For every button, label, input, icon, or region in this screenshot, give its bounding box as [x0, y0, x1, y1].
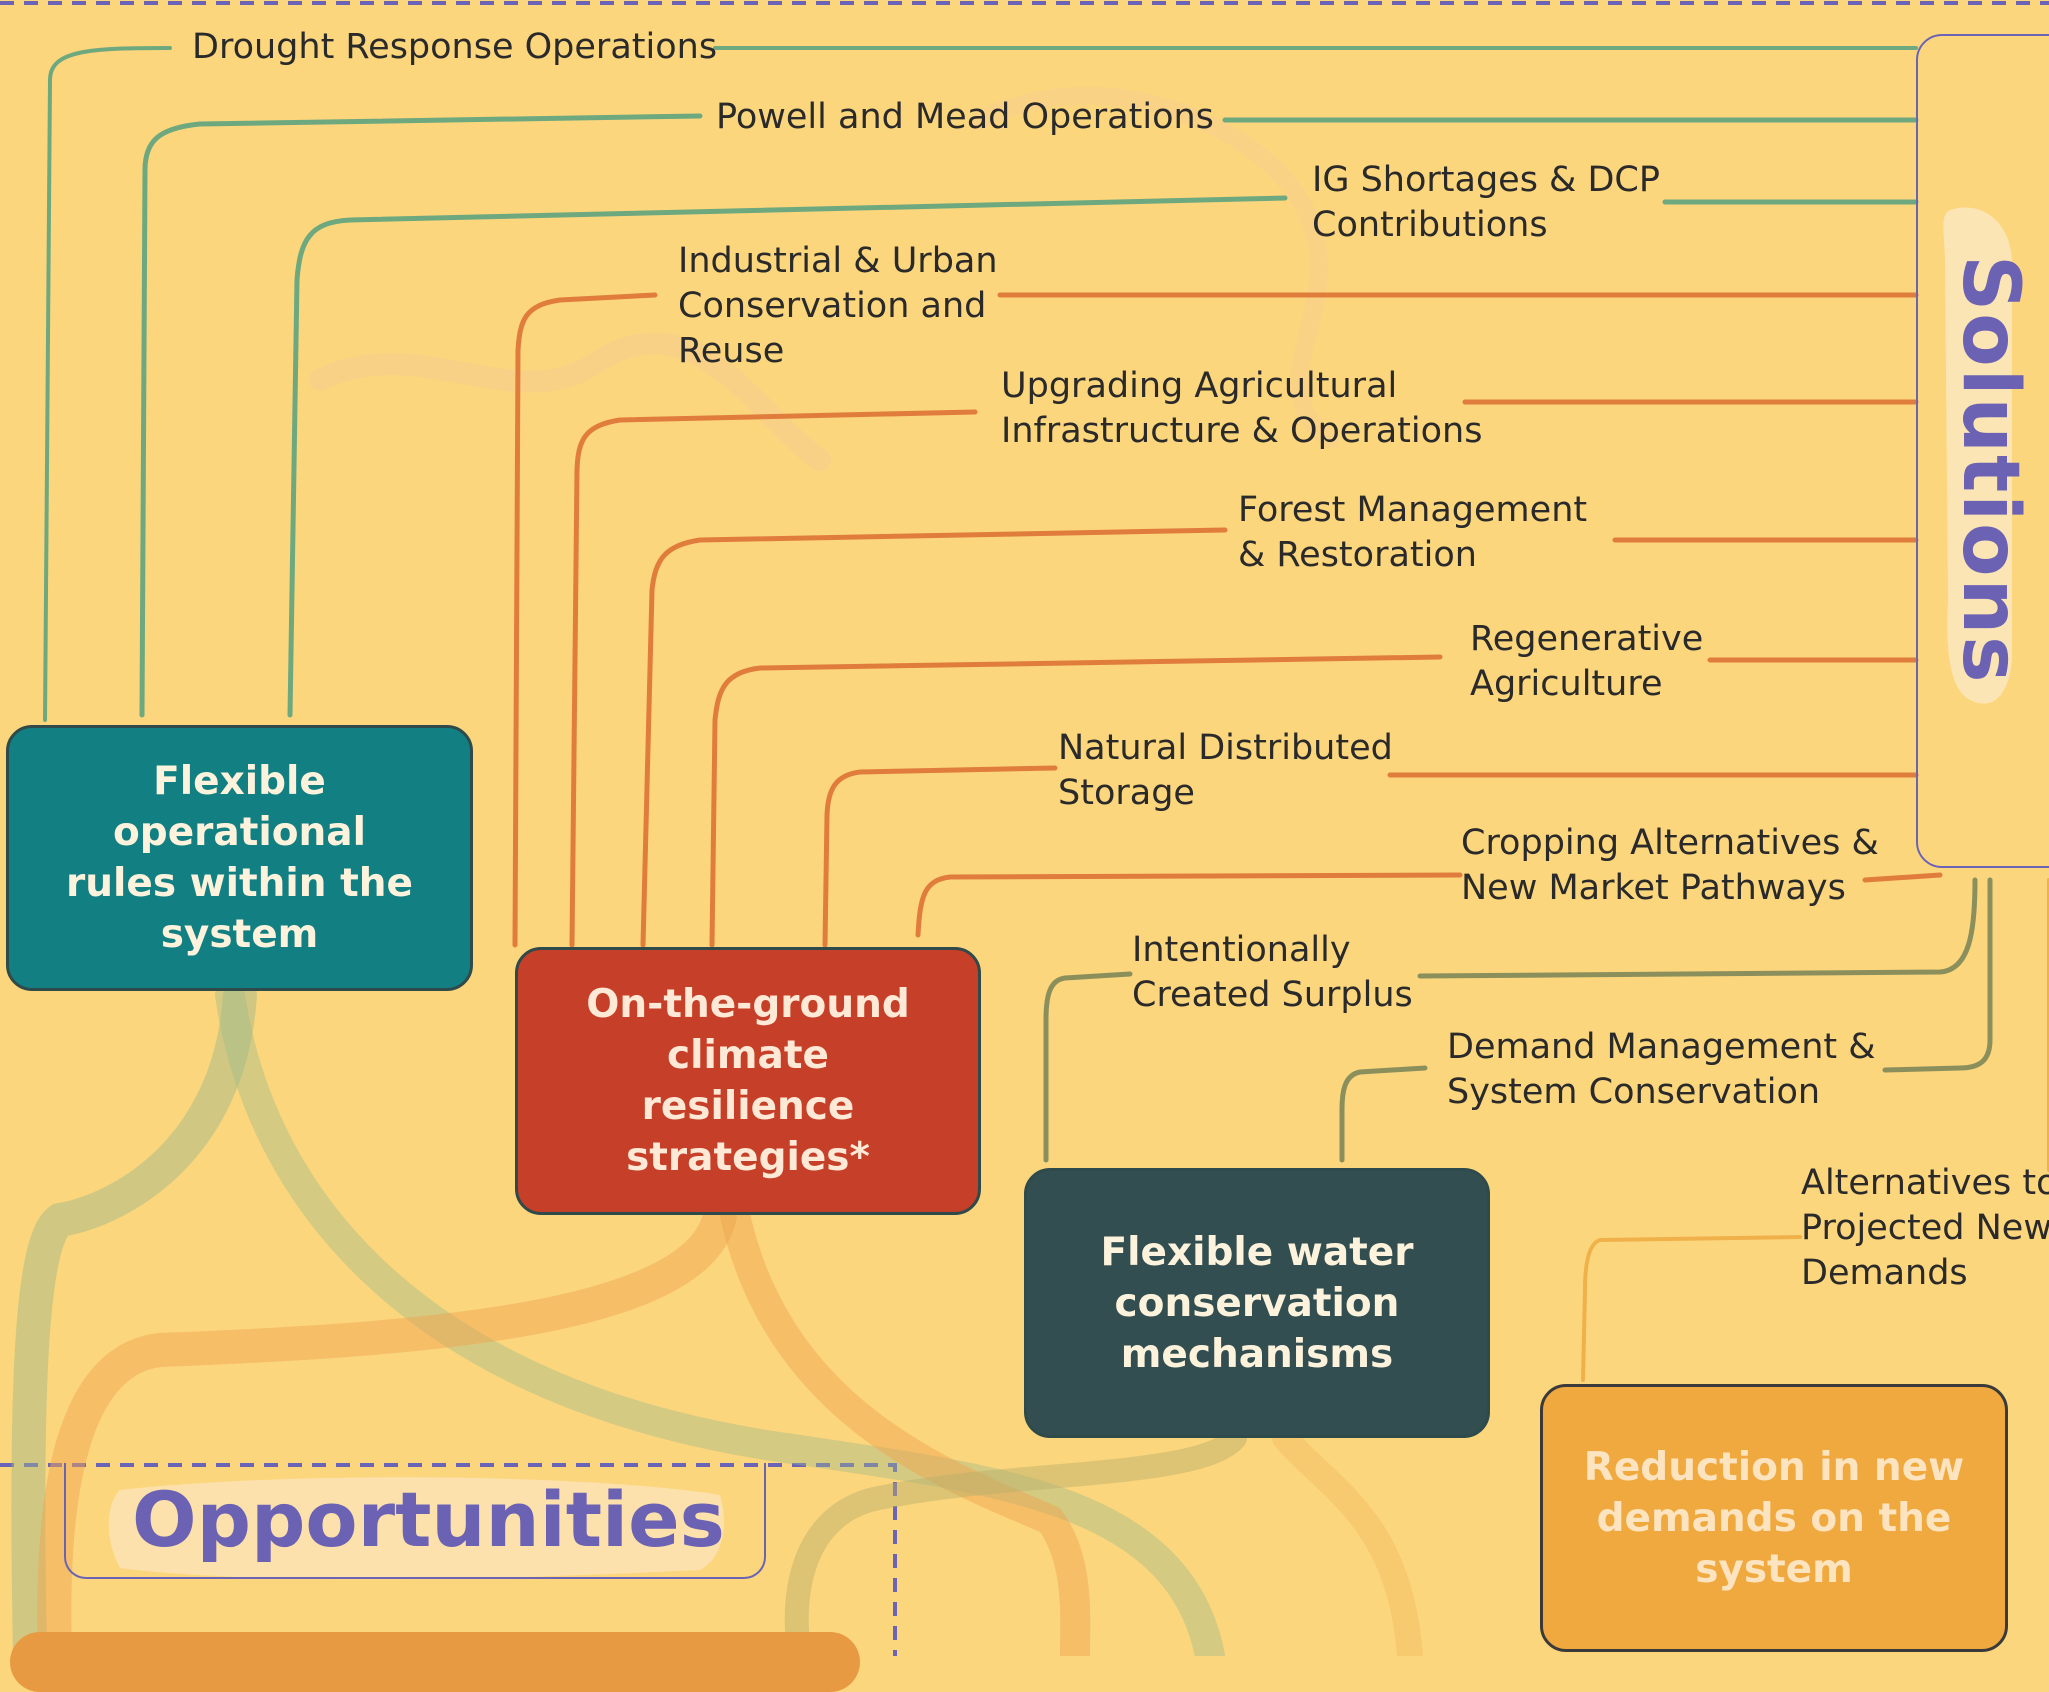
- category-line: conservation: [1114, 1280, 1400, 1326]
- category-line: climate resilience: [641, 1033, 855, 1129]
- opportunities-brush-stroke: [108, 1477, 724, 1580]
- connector-industrial: [512, 292, 1919, 948]
- opportunities-frame: [64, 1463, 766, 1579]
- solutions-brush-stroke: [1943, 207, 2012, 704]
- solution-powell-mead-operations: Powell and Mead Operations: [716, 95, 1214, 140]
- solution-line: Demands: [1801, 1253, 1968, 1293]
- solution-line: Infrastructure & Operations: [1001, 411, 1483, 451]
- solution-line: Agriculture: [1470, 664, 1663, 704]
- solution-demand-management: Demand Management & System Conservation: [1447, 1025, 1876, 1115]
- solution-line: Natural Distributed: [1058, 728, 1393, 768]
- solution-line: Projected New: [1801, 1208, 2049, 1248]
- connector-natural: [822, 765, 1919, 948]
- category-line: On-the-ground: [586, 982, 910, 1027]
- solution-upgrading-agricultural-infrastructure: Upgrading Agricultural Infrastructure & …: [1001, 364, 1482, 454]
- category-line: demands on the: [1596, 1495, 1952, 1541]
- solution-line: Demand Management &: [1447, 1027, 1876, 1067]
- opportunity-box-partial: [10, 1632, 860, 1692]
- solution-forest-management-restoration: Forest Management & Restoration: [1238, 488, 1587, 578]
- solution-line: Reuse: [678, 331, 785, 371]
- solution-line: Conservation and: [678, 286, 987, 326]
- solution-drought-response-operations: Drought Response Operations: [192, 25, 717, 70]
- solutions-title: Solutions: [1945, 255, 2035, 685]
- opportunities-dashed-border: [0, 1463, 897, 1656]
- solution-line: Created Surplus: [1132, 975, 1413, 1015]
- solution-line: Intentionally: [1132, 930, 1351, 970]
- solution-line: Regenerative: [1470, 619, 1704, 659]
- connectors-water: [1043, 877, 1993, 1163]
- connector-alternatives: [1581, 878, 2049, 1382]
- connector-regenerative: [709, 654, 1919, 948]
- solution-natural-distributed-storage: Natural Distributed Storage: [1058, 726, 1393, 816]
- solution-cropping-alternatives: Cropping Alternatives & New Market Pathw…: [1461, 821, 1879, 911]
- category-line: system: [1695, 1546, 1853, 1592]
- solution-intentionally-created-surplus: Intentionally Created Surplus: [1132, 928, 1413, 1018]
- category-flexible-water-conservation: Flexible water conservation mechanisms: [1024, 1168, 1490, 1438]
- connector-demand: [1339, 877, 1993, 1163]
- category-line: Flexible operational: [113, 759, 366, 855]
- connectors-ground: [512, 292, 1943, 948]
- solution-line: & Restoration: [1238, 535, 1477, 575]
- solution-line: Industrial & Urban: [678, 241, 998, 281]
- opportunities-title: Opportunities: [132, 1475, 725, 1564]
- solution-line: IG Shortages & DCP: [1312, 160, 1660, 200]
- background-flows: [11, 86, 1423, 1656]
- diagram-canvas: [0, 1, 2049, 1656]
- category-line: system: [160, 912, 319, 957]
- category-reduction-in-new-demands: Reduction in new demands on the system: [1540, 1384, 2008, 1652]
- solution-line: Cropping Alternatives &: [1461, 823, 1879, 863]
- category-line: Reduction in new: [1583, 1444, 1965, 1490]
- solution-line: Contributions: [1312, 205, 1548, 245]
- solution-industrial-urban-conservation: Industrial & Urban Conservation and Reus…: [678, 239, 998, 374]
- solution-regenerative-agriculture: Regenerative Agriculture: [1470, 617, 1703, 707]
- solutions-frame: [1916, 34, 2049, 868]
- category-line: rules within the: [66, 861, 413, 906]
- solution-line: Drought Response Operations: [192, 27, 718, 67]
- solution-line: New Market Pathways: [1461, 868, 1846, 908]
- solution-line: Alternatives to: [1801, 1163, 2049, 1203]
- connector-cropping: [915, 872, 1943, 938]
- solution-line: Powell and Mead Operations: [716, 97, 1214, 137]
- solution-alternatives-to-projected-demands: Alternatives to Projected New Demands: [1801, 1161, 2049, 1296]
- category-flexible-operational-rules: Flexible operational rules within the sy…: [6, 725, 473, 991]
- connector-ig: [287, 195, 1919, 718]
- connector-drought: [43, 46, 1918, 722]
- solution-line: Upgrading Agricultural: [1001, 366, 1398, 406]
- connector-forest: [640, 527, 1919, 948]
- solution-line: Forest Management: [1238, 490, 1588, 530]
- solution-ig-shortages-dcp: IG Shortages & DCP Contributions: [1312, 158, 1660, 248]
- connector-upgrading: [569, 399, 1919, 948]
- category-on-the-ground-strategies: On-the-ground climate resilience strateg…: [515, 947, 981, 1215]
- connector-ics: [1043, 877, 1978, 1163]
- category-line: strategies*: [626, 1135, 870, 1180]
- connector-powell: [139, 113, 1919, 718]
- solution-line: Storage: [1058, 773, 1195, 813]
- category-line: mechanisms: [1120, 1331, 1394, 1377]
- category-line: Flexible water: [1100, 1229, 1414, 1275]
- solution-line: System Conservation: [1447, 1072, 1821, 1112]
- connectors-flex-op: [43, 46, 1919, 722]
- connectors-reduction: [1581, 878, 2049, 1382]
